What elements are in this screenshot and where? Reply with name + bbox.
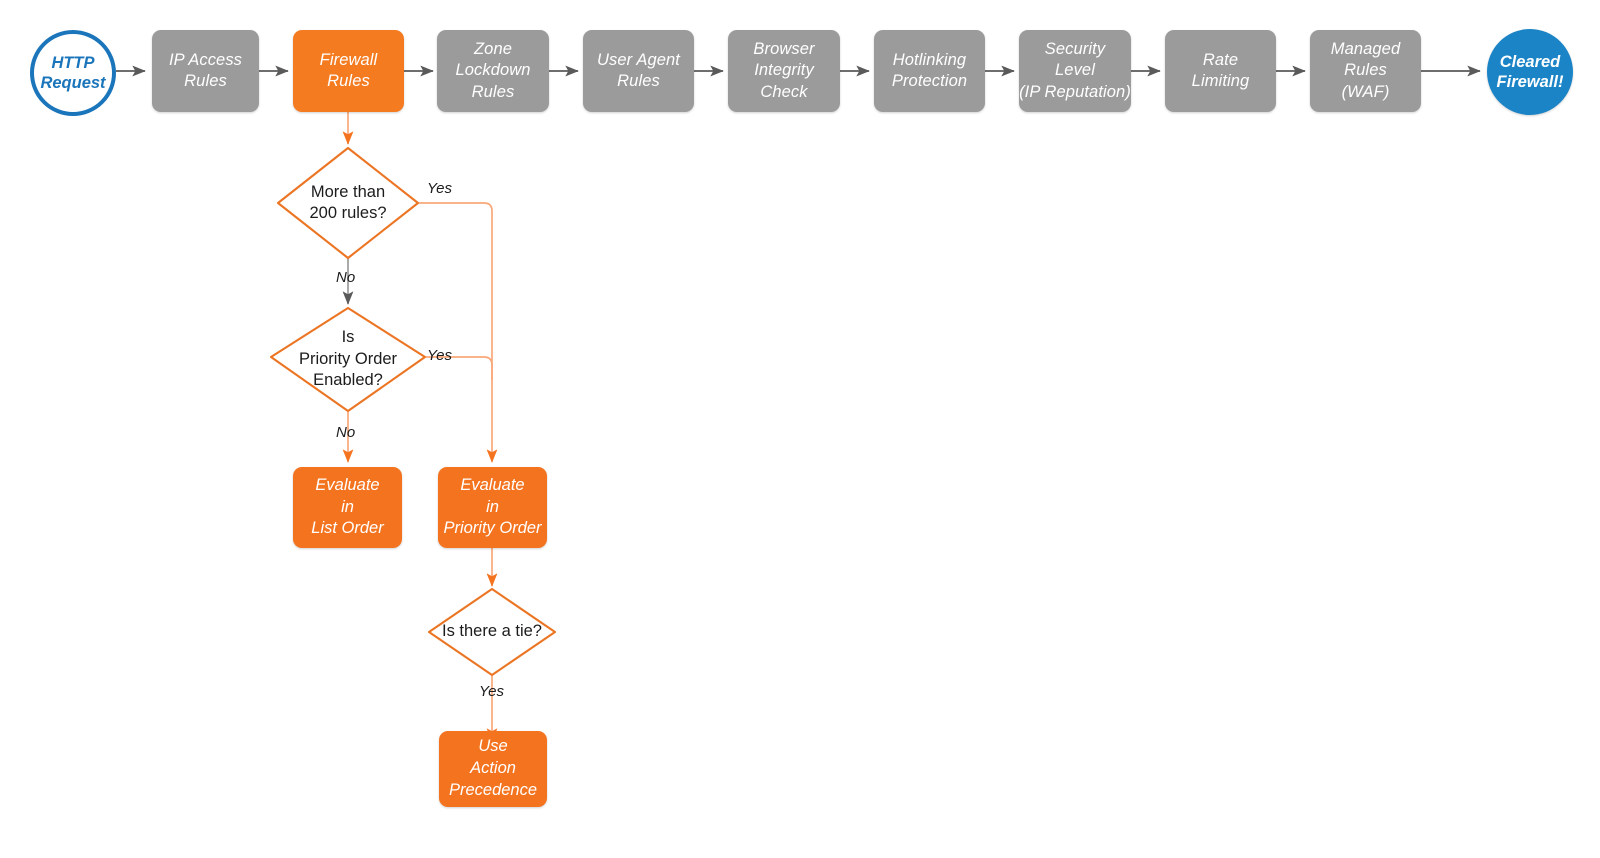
node-label-cleared-firewall: Cleared Firewall! <box>1496 52 1564 91</box>
edge-label-decision-priority-order-no: No <box>336 424 356 441</box>
edge-decision-200-rules-yes <box>419 202 498 463</box>
decision-label-more-than-200-rules: More than 200 rules? <box>309 182 387 222</box>
decision-is-priority-order-enabled[interactable]: Is Priority Order Enabled? <box>271 308 425 411</box>
edge-label-decision-200-rules-yes: Yes <box>427 180 453 197</box>
node-firewall-rules[interactable]: Firewall Rules <box>293 30 404 112</box>
node-label-ip-access-rules: IP Access Rules <box>168 50 243 90</box>
node-ip-access-rules[interactable]: IP Access Rules <box>152 30 259 112</box>
decision-more-than-200-rules[interactable]: More than 200 rules? <box>278 148 418 258</box>
node-cleared-firewall[interactable]: Cleared Firewall! <box>1487 29 1573 115</box>
node-label-browser-integrity-check: Browser Integrity Check <box>753 40 815 101</box>
node-label-user-agent-rules: User Agent Rules <box>597 50 680 90</box>
node-label-rate-limiting: Rate Limiting <box>1191 50 1250 90</box>
node-use-action-precedence[interactable]: Use Action Precedence <box>439 731 547 807</box>
node-browser-integrity-check[interactable]: Browser Integrity Check <box>728 30 840 112</box>
node-label-use-action-precedence: Use Action Precedence <box>448 737 538 799</box>
node-http-request[interactable]: HTTP Request <box>30 30 116 116</box>
node-evaluate-in-priority-order[interactable]: Evaluate in Priority Order <box>438 467 547 548</box>
decision-label-is-priority-order-enabled: Is Priority Order Enabled? <box>298 328 398 390</box>
node-managed-rules-waf[interactable]: Managed Rules (WAF) <box>1310 30 1421 112</box>
node-label-managed-rules-waf: Managed Rules (WAF) <box>1330 40 1401 101</box>
node-label-hotlinking-protection: Hotlinking Protection <box>891 50 968 90</box>
node-label-firewall-rules: Firewall Rules <box>319 50 378 90</box>
node-label-security-level: Security Level (IP Reputation) <box>1019 40 1131 101</box>
decision-is-there-a-tie[interactable]: Is there a tie? <box>429 589 555 675</box>
node-label-evaluate-in-list-order: Evaluate in List Order <box>311 475 384 538</box>
node-rate-limiting[interactable]: Rate Limiting <box>1165 30 1276 112</box>
node-zone-lockdown-rules[interactable]: Zone Lockdown Rules <box>437 30 549 112</box>
node-security-level[interactable]: Security Level (IP Reputation) <box>1019 30 1131 112</box>
node-hotlinking-protection[interactable]: Hotlinking Protection <box>874 30 985 112</box>
node-evaluate-in-list-order[interactable]: Evaluate in List Order <box>293 467 402 548</box>
edge-label-tie-yes: Yes <box>479 683 505 700</box>
node-user-agent-rules[interactable]: User Agent Rules <box>583 30 694 112</box>
node-label-evaluate-in-priority-order: Evaluate in Priority Order <box>443 475 542 538</box>
edge-label-decision-200-rules-no: No <box>336 269 356 286</box>
node-label-http-request: HTTP Request <box>40 53 106 92</box>
edge-label-decision-priority-order-yes: Yes <box>427 347 453 364</box>
decision-label-is-there-a-tie: Is there a tie? <box>442 622 542 641</box>
node-label-zone-lockdown-rules: Zone Lockdown Rules <box>455 40 531 101</box>
